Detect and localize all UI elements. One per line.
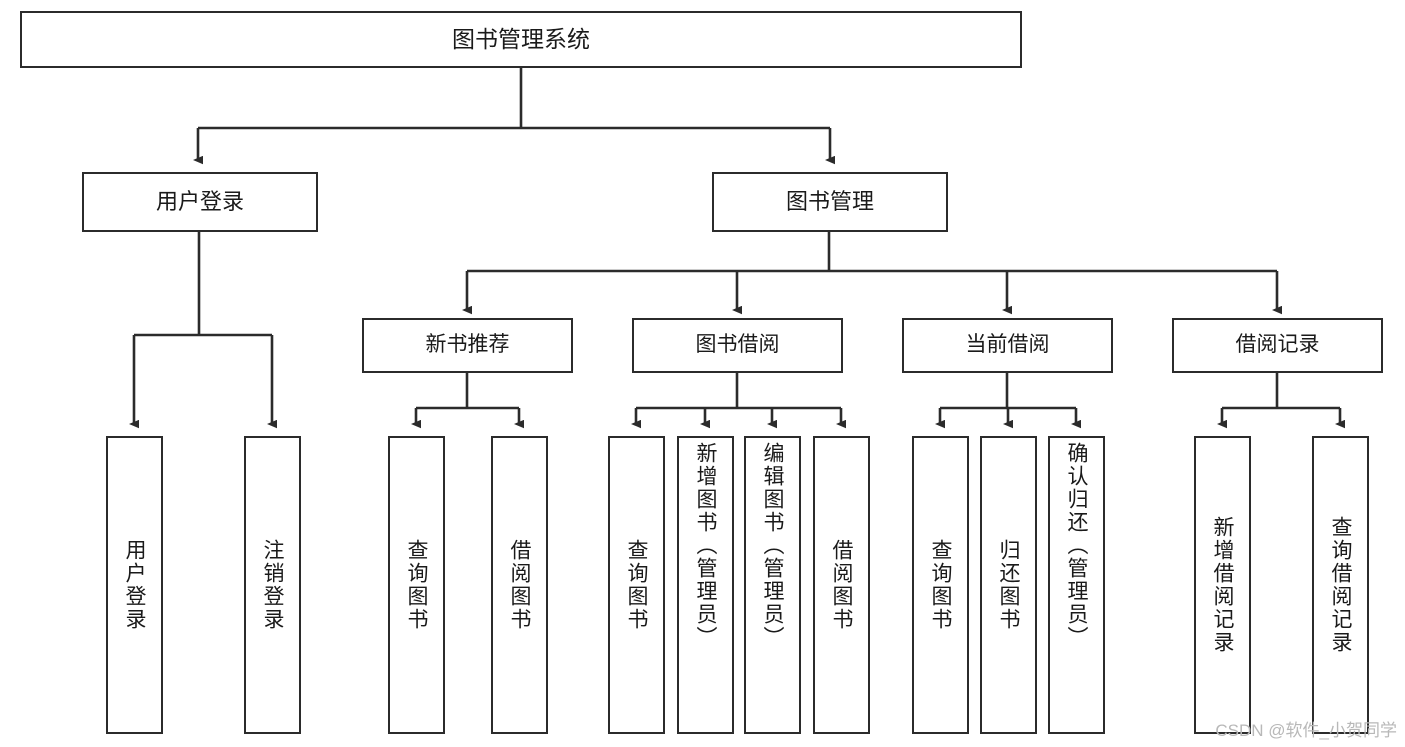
leaf-borrow-record-add[interactable]: 新增借阅记录 (1194, 436, 1251, 734)
leaf-user-login-login[interactable]: 用户登录 (106, 436, 163, 734)
node-book-management[interactable]: 图书管理 (712, 172, 948, 232)
leaf-book-borrow-borrow[interactable]: 借阅图书 (813, 436, 870, 734)
node-label: 编辑图书（管理员） (761, 442, 784, 649)
node-label: 新增图书（管理员） (694, 442, 717, 649)
leaf-borrow-record-query[interactable]: 查询借阅记录 (1312, 436, 1369, 734)
leaf-new-book-query[interactable]: 查询图书 (388, 436, 445, 734)
node-label: 借阅图书 (508, 539, 531, 631)
leaf-current-borrow-return[interactable]: 归还图书 (980, 436, 1037, 734)
node-label: 图书借阅 (695, 333, 780, 357)
leaf-new-book-borrow[interactable]: 借阅图书 (491, 436, 548, 734)
node-label: 查询图书 (405, 539, 428, 631)
node-label: 确认归还（管理员） (1065, 442, 1088, 649)
leaf-book-borrow-add[interactable]: 新增图书（管理员） (677, 436, 734, 734)
leaf-current-borrow-confirm-return[interactable]: 确认归还（管理员） (1048, 436, 1105, 734)
node-label: 借阅图书 (830, 539, 853, 631)
node-label: 注销登录 (261, 539, 284, 631)
leaf-user-login-logout[interactable]: 注销登录 (244, 436, 301, 734)
node-label: 新书推荐 (425, 333, 510, 357)
node-label: 查询图书 (929, 539, 952, 631)
node-label: 图书管理系统 (452, 25, 590, 52)
node-user-login[interactable]: 用户登录 (82, 172, 318, 232)
node-borrow-record[interactable]: 借阅记录 (1172, 318, 1383, 373)
node-current-borrow[interactable]: 当前借阅 (902, 318, 1113, 373)
node-label: 用户登录 (155, 189, 244, 215)
node-label: 查询图书 (625, 539, 648, 631)
node-new-book-recommend[interactable]: 新书推荐 (362, 318, 573, 373)
leaf-book-borrow-edit[interactable]: 编辑图书（管理员） (744, 436, 801, 734)
leaf-book-borrow-query[interactable]: 查询图书 (608, 436, 665, 734)
node-label: 用户登录 (123, 539, 146, 631)
node-root-book-management-system[interactable]: 图书管理系统 (20, 11, 1022, 68)
node-label: 新增借阅记录 (1211, 516, 1234, 654)
leaf-current-borrow-query[interactable]: 查询图书 (912, 436, 969, 734)
node-book-borrow[interactable]: 图书借阅 (632, 318, 843, 373)
node-label: 借阅记录 (1235, 333, 1320, 357)
node-label: 归还图书 (997, 539, 1020, 631)
node-label: 当前借阅 (965, 333, 1050, 357)
node-label: 查询借阅记录 (1329, 516, 1352, 654)
node-label: 图书管理 (785, 189, 874, 215)
